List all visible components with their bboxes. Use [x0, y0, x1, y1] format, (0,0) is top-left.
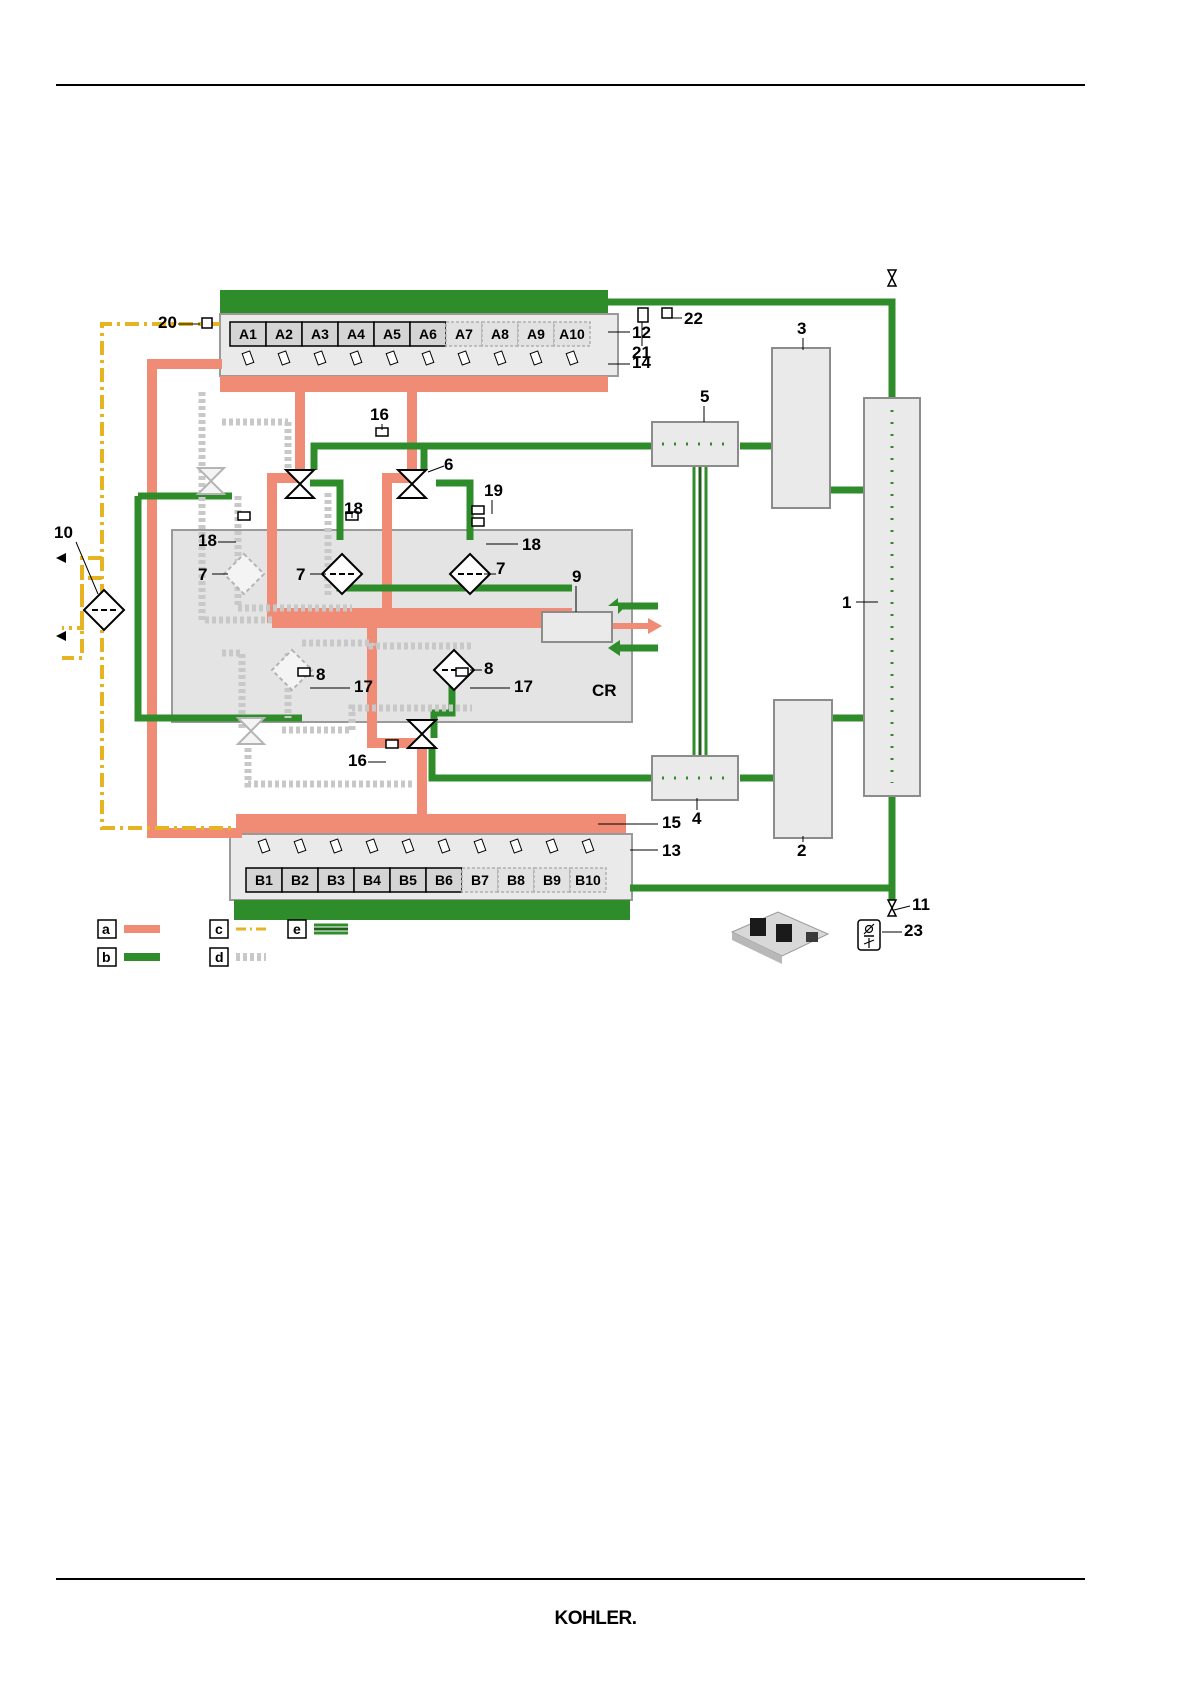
brand-logo: KOHLER.	[0, 1608, 1191, 1630]
cylinder-label-b9: B9	[543, 872, 561, 888]
callout-15: 15	[662, 813, 681, 832]
component-2	[774, 700, 832, 838]
callout-20: 20	[158, 313, 177, 332]
bank-a-hot-rail	[220, 376, 608, 392]
cylinder-label-a8: A8	[491, 326, 509, 342]
cylinder-label-a6: A6	[419, 326, 437, 342]
legend-e-key: e	[293, 921, 301, 937]
callout-18-left: 18	[198, 531, 217, 550]
callout-7-left: 7	[198, 565, 207, 584]
callout-1: 1	[842, 593, 851, 612]
callout-12: 12	[632, 323, 651, 342]
sensor-18-left	[238, 512, 250, 520]
cylinder-label-b6: B6	[435, 872, 453, 888]
callout-3: 3	[797, 319, 806, 338]
callout-17-right: 17	[514, 677, 533, 696]
cylinder-label-b8: B8	[507, 872, 525, 888]
bank-b-head	[234, 900, 630, 920]
legend-b-key: b	[102, 949, 111, 965]
header-rule	[56, 84, 1085, 86]
callout-5: 5	[700, 387, 709, 406]
sensor-22	[662, 308, 672, 318]
callout-18-top: 18	[344, 499, 363, 518]
legend-a-key: a	[102, 921, 110, 937]
cylinder-label-b10: B10	[575, 872, 601, 888]
component-3	[772, 348, 830, 508]
sensor-18-right	[472, 518, 484, 526]
bank-a-head	[220, 290, 608, 314]
sensor-17-left	[298, 668, 310, 676]
callout-2: 2	[797, 841, 806, 860]
callout-13: 13	[662, 841, 681, 860]
callout-6: 6	[444, 455, 453, 474]
cylinder-label-a1: A1	[239, 326, 257, 342]
cylinder-label-a3: A3	[311, 326, 329, 342]
callout-7-mid: 7	[296, 565, 305, 584]
callout-19: 19	[484, 481, 503, 500]
cylinder-label-a5: A5	[383, 326, 401, 342]
cylinder-label-b5: B5	[399, 872, 417, 888]
callout-17-left: 17	[354, 677, 373, 696]
cylinder-label-b1: B1	[255, 872, 273, 888]
footer-rule	[56, 1578, 1085, 1580]
callout-4: 4	[692, 809, 702, 828]
cylinder-label-a4: A4	[347, 326, 365, 342]
callout-8-right: 8	[484, 659, 493, 678]
callout-10: 10	[54, 523, 73, 542]
legend-d-key: d	[215, 949, 224, 965]
callout-7-right: 7	[496, 559, 505, 578]
sensor-16-bottom	[386, 740, 398, 748]
region-label-cr: CR	[592, 681, 617, 700]
callout-11: 11	[912, 895, 930, 914]
callout-18-right: 18	[522, 535, 541, 554]
callout-22: 22	[684, 309, 703, 328]
sensor-20	[202, 318, 212, 328]
component-5	[652, 422, 738, 466]
legend-c-key: c	[215, 921, 223, 937]
cylinder-label-b3: B3	[327, 872, 345, 888]
cylinder-label-a7: A7	[455, 326, 473, 342]
callout-23: 23	[904, 921, 923, 940]
sensor-21	[638, 308, 648, 322]
cylinder-label-a9: A9	[527, 326, 545, 342]
cylinder-label-b2: B2	[291, 872, 309, 888]
cylinder-label-b4: B4	[363, 872, 381, 888]
cylinder-label-b7: B7	[471, 872, 489, 888]
component-4	[652, 756, 738, 800]
legend-e-swatch	[314, 925, 348, 933]
sensor-19	[472, 506, 484, 514]
callout-16-bottom: 16	[348, 751, 367, 770]
component-1	[864, 398, 920, 796]
sensor-17-right	[456, 668, 468, 676]
phase-symbol-icon	[858, 920, 880, 950]
component-9	[542, 612, 612, 642]
callout-16-top: 16	[370, 405, 389, 424]
bank-b-hot-rail	[236, 814, 626, 834]
cylinder-label-a2: A2	[275, 326, 293, 342]
callout-8-left: 8	[316, 665, 325, 684]
cooling-circuit-diagram: A1 A2 A3 A4 A5 A6 A7 A8 A9 A10 B1 B2 B3 B4 B5 B6 B7 B8 B9…	[52, 268, 952, 1028]
callout-9: 9	[572, 567, 581, 586]
cylinder-label-a10: A10	[559, 326, 585, 342]
callout-21: 21	[632, 343, 651, 362]
